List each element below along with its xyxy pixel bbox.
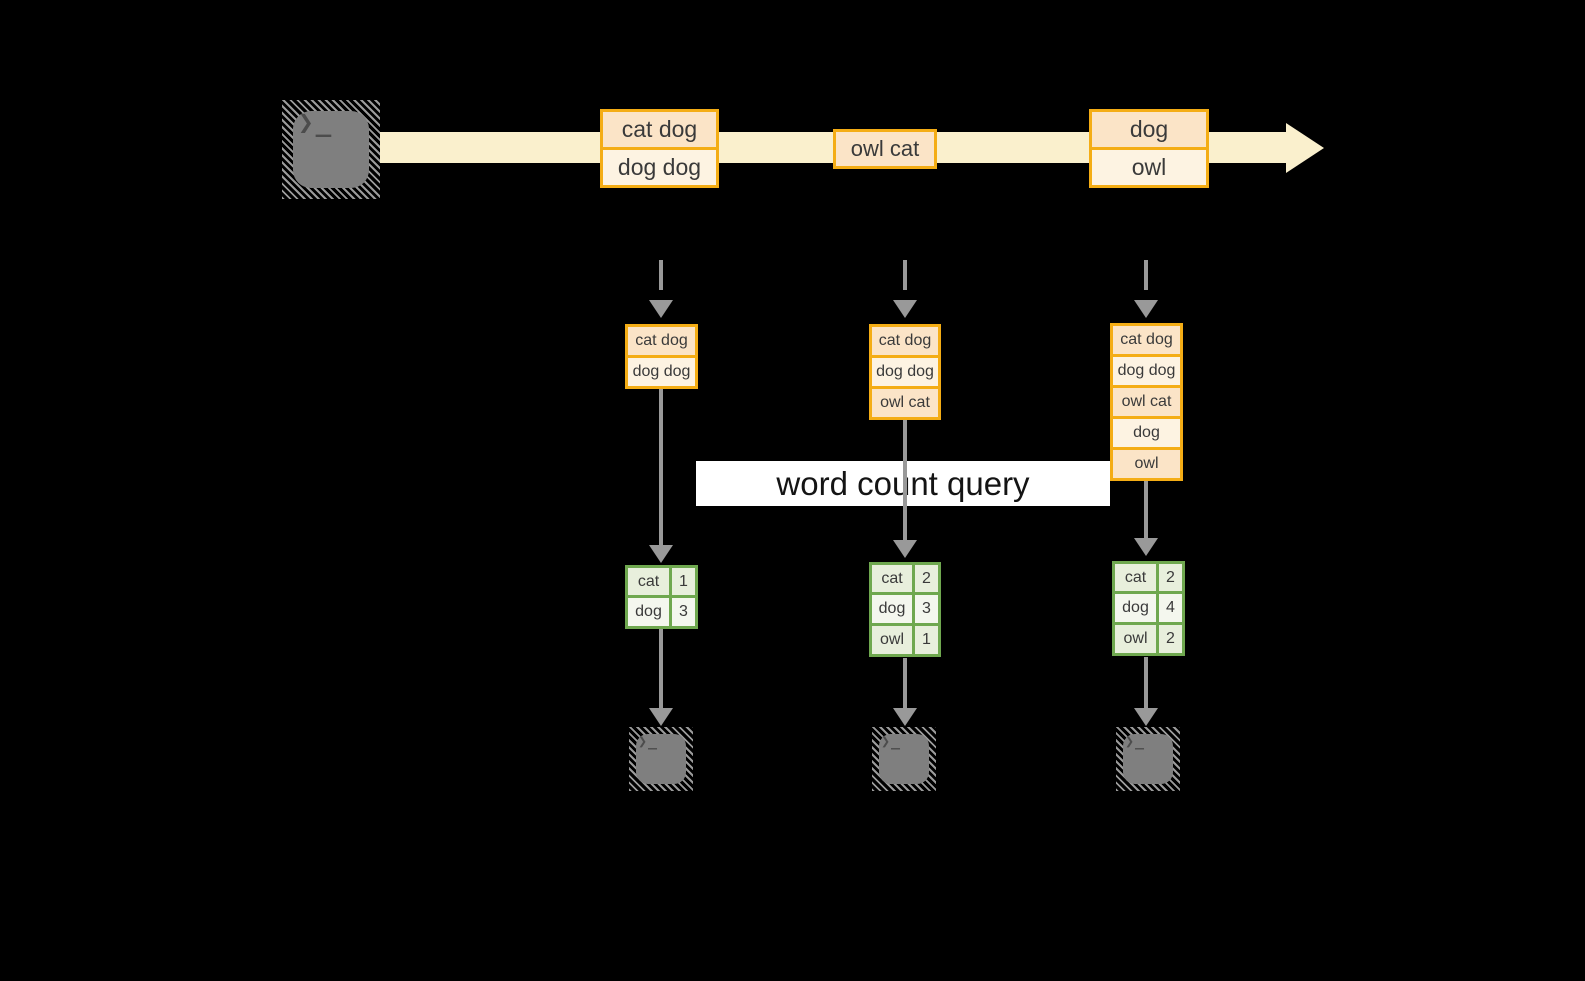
- event-line: cat dog: [603, 112, 716, 147]
- count-row: dog 4: [1115, 591, 1182, 622]
- terminal-sink-icon-1: ❯_: [629, 727, 693, 791]
- count-row: owl 1: [872, 623, 938, 654]
- terminal-sink-icon-2: ❯_: [872, 727, 936, 791]
- count-value: 3: [912, 595, 938, 623]
- terminal-screen: [879, 734, 929, 784]
- count-row: dog 3: [872, 592, 938, 623]
- count-word: dog: [1115, 594, 1156, 622]
- terminal-screen: [1123, 734, 1173, 784]
- query-arrow-head-icon: [893, 540, 917, 558]
- terminal-sink-icon-3: ❯_: [1116, 727, 1180, 791]
- prompt-icon: ❯_: [638, 732, 659, 750]
- buffer-stack-2: cat dog dog dog owl cat: [869, 324, 941, 420]
- output-arrow-line: [1144, 657, 1148, 708]
- terminal-screen: [293, 111, 369, 188]
- event-line: owl: [1092, 147, 1206, 185]
- buffer-row: owl: [1113, 447, 1180, 478]
- prompt-icon: ❯_: [298, 108, 334, 138]
- output-arrow-head-icon: [649, 708, 673, 726]
- count-value: 1: [912, 626, 938, 654]
- terminal-screen: [636, 734, 686, 784]
- buffer-row: dog dog: [628, 355, 695, 386]
- count-table-3: cat 2 dog 4 owl 2: [1112, 561, 1185, 656]
- count-word: cat: [1115, 564, 1156, 591]
- prompt-icon: ❯_: [881, 732, 902, 750]
- count-row: cat 2: [1115, 564, 1182, 591]
- query-arrow-head-icon: [649, 545, 673, 563]
- count-word: cat: [872, 565, 912, 592]
- output-arrow-line: [659, 628, 663, 708]
- dashed-arrow-head-icon: [893, 300, 917, 318]
- output-arrow-head-icon: [893, 708, 917, 726]
- count-word: cat: [628, 568, 669, 595]
- count-row: cat 2: [872, 565, 938, 592]
- buffer-row: dog dog: [1113, 354, 1180, 385]
- event-box-3: dog owl: [1089, 109, 1209, 188]
- output-arrow-head-icon: [1134, 708, 1158, 726]
- prompt-icon: ❯_: [1125, 732, 1146, 750]
- buffer-row: dog dog: [872, 355, 938, 386]
- event-line: dog dog: [603, 147, 716, 185]
- buffer-stack-3: cat dog dog dog owl cat dog owl: [1110, 323, 1183, 481]
- count-word: owl: [1115, 625, 1156, 653]
- buffer-row: cat dog: [628, 327, 695, 355]
- count-row: owl 2: [1115, 622, 1182, 653]
- dashed-arrow-head-icon: [1134, 300, 1158, 318]
- query-arrow-head-icon: [1134, 538, 1158, 556]
- buffer-stack-1: cat dog dog dog: [625, 324, 698, 389]
- event-box-2: owl cat: [833, 129, 937, 169]
- stream-arrow-head: [1286, 123, 1324, 173]
- dashed-arrow-head-icon: [649, 300, 673, 318]
- count-value: 2: [912, 565, 938, 592]
- count-table-2: cat 2 dog 3 owl 1: [869, 562, 941, 657]
- buffer-row: dog: [1113, 416, 1180, 447]
- query-banner-label: word count query: [776, 464, 1030, 502]
- query-arrow-line: [903, 420, 907, 540]
- event-line: owl cat: [836, 132, 934, 166]
- dashed-arrow-line: [659, 260, 663, 290]
- count-value: 2: [1156, 625, 1182, 653]
- count-value: 3: [669, 598, 695, 626]
- count-row: dog 3: [628, 595, 695, 626]
- query-arrow-line: [1144, 481, 1148, 538]
- event-line: dog: [1092, 112, 1206, 147]
- buffer-row: owl cat: [1113, 385, 1180, 416]
- count-value: 2: [1156, 564, 1182, 591]
- count-value: 1: [669, 568, 695, 595]
- dashed-arrow-line: [1144, 260, 1148, 290]
- buffer-row: cat dog: [872, 327, 938, 355]
- terminal-source-icon: ❯_: [282, 100, 380, 199]
- dashed-arrow-line: [903, 260, 907, 290]
- buffer-row: cat dog: [1113, 326, 1180, 354]
- event-box-1: cat dog dog dog: [600, 109, 719, 188]
- buffer-row: owl cat: [872, 386, 938, 417]
- count-row: cat 1: [628, 568, 695, 595]
- count-word: owl: [872, 626, 912, 654]
- query-arrow-line: [659, 389, 663, 545]
- count-value: 4: [1156, 594, 1182, 622]
- count-word: dog: [872, 595, 912, 623]
- output-arrow-line: [903, 658, 907, 708]
- count-word: dog: [628, 598, 669, 626]
- count-table-1: cat 1 dog 3: [625, 565, 698, 629]
